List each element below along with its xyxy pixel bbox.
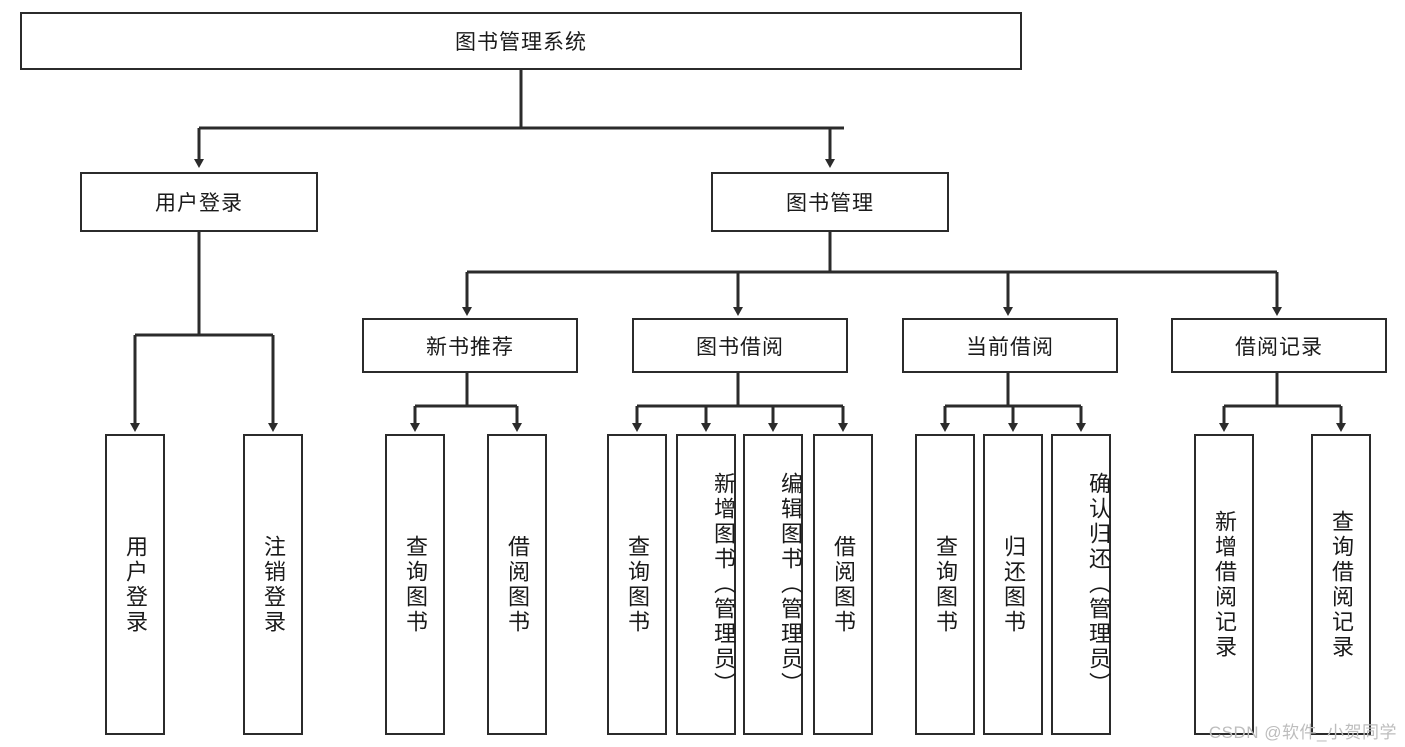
node-leaf-query-record[interactable]: 查询借阅记录 [1311, 434, 1371, 735]
node-borrow-record[interactable]: 借阅记录 [1171, 318, 1387, 373]
node-leaf-add-book[interactable]: 新增图书（管理员） [676, 434, 736, 735]
node-leaf-query-book-1[interactable]: 查询图书 [385, 434, 445, 735]
node-leaf-return-book[interactable]: 归还图书 [983, 434, 1043, 735]
node-current-borrow[interactable]: 当前借阅 [902, 318, 1118, 373]
node-root[interactable]: 图书管理系统 [20, 12, 1022, 70]
node-leaf-confirm-return[interactable]: 确认归还（管理员） [1051, 434, 1111, 735]
node-leaf-query-book-3[interactable]: 查询图书 [915, 434, 975, 735]
node-leaf-borrow-book-1[interactable]: 借阅图书 [487, 434, 547, 735]
node-leaf-borrow-book-2[interactable]: 借阅图书 [813, 434, 873, 735]
node-leaf-edit-book[interactable]: 编辑图书（管理员） [743, 434, 803, 735]
node-user-login[interactable]: 用户登录 [80, 172, 318, 232]
node-leaf-add-record[interactable]: 新增借阅记录 [1194, 434, 1254, 735]
node-book-management[interactable]: 图书管理 [711, 172, 949, 232]
csdn-watermark: CSDN @软件_小贺同学 [1208, 723, 1397, 742]
node-leaf-logout-login[interactable]: 注销登录 [243, 434, 303, 735]
node-leaf-query-book-2[interactable]: 查询图书 [607, 434, 667, 735]
node-book-borrow[interactable]: 图书借阅 [632, 318, 848, 373]
node-leaf-user-login[interactable]: 用户登录 [105, 434, 165, 735]
node-new-book-recommend[interactable]: 新书推荐 [362, 318, 578, 373]
